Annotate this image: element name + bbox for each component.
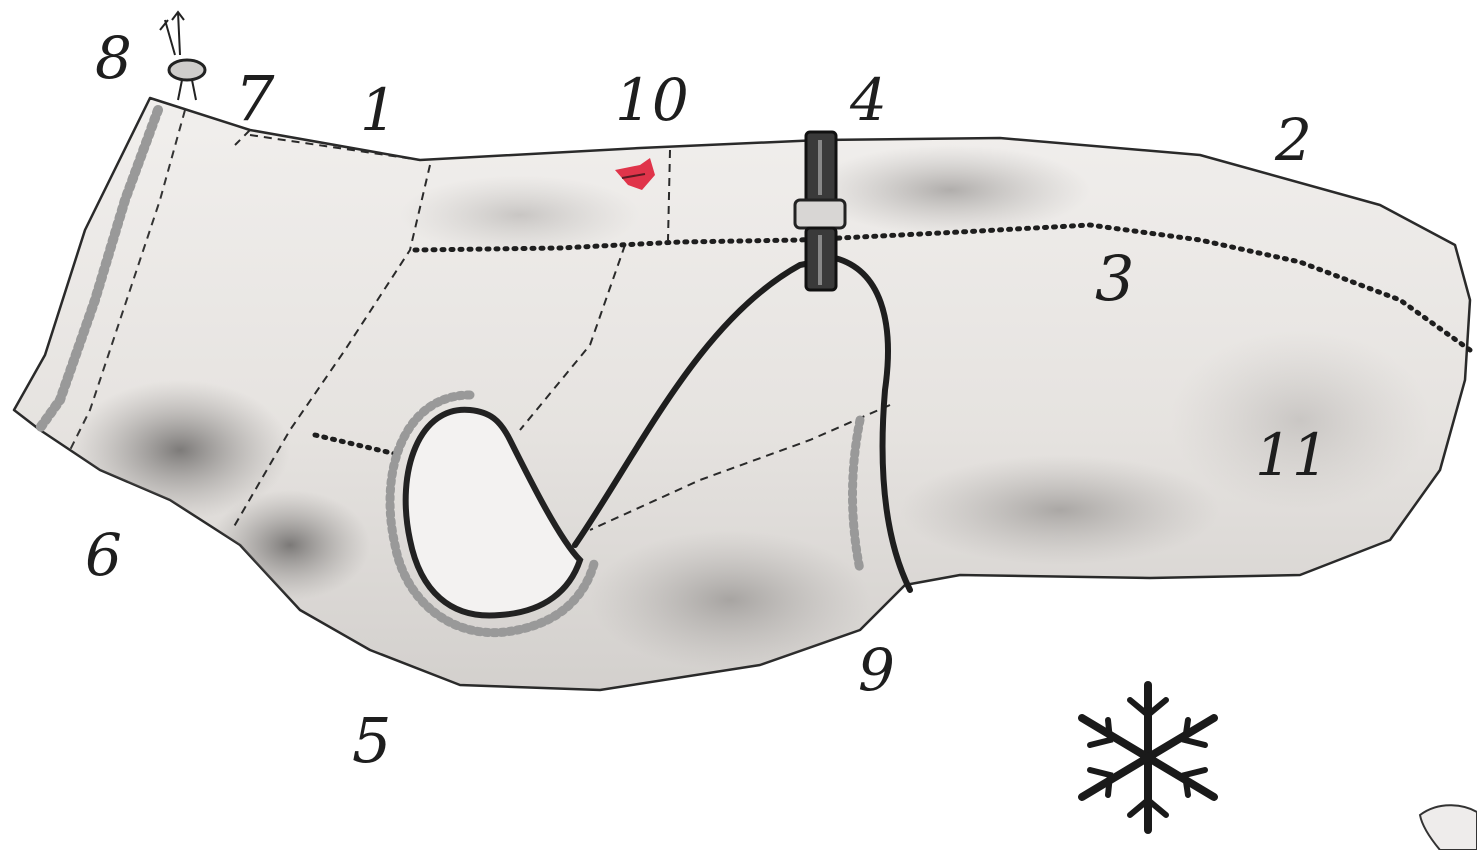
callout-5: 5 (352, 704, 391, 777)
callout-7: 7 (235, 62, 275, 135)
callout-2: 2 (1274, 106, 1312, 174)
callout-1: 1 (360, 76, 397, 144)
callout-6: 6 (85, 521, 122, 589)
snowflake-icon (1082, 685, 1214, 830)
callout-10: 10 (615, 66, 689, 134)
corner-fragment (1420, 805, 1477, 850)
callout-9: 9 (858, 636, 895, 704)
collar-ring (160, 12, 205, 100)
callout-11: 11 (1255, 421, 1329, 489)
callout-3: 3 (1095, 242, 1134, 315)
callout-4: 4 (849, 66, 887, 134)
coat-body (14, 12, 1470, 690)
callout-8: 8 (95, 24, 132, 92)
